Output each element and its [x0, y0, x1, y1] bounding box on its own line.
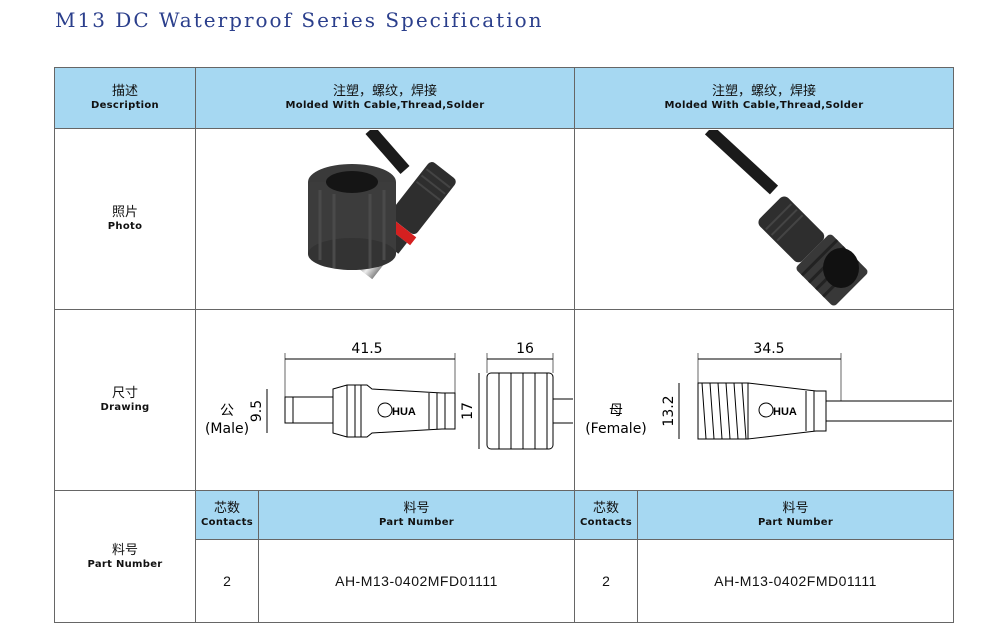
- description-header: 描述 Description: [54, 67, 196, 129]
- female-header-cn: 注塑，螺纹，焊接: [712, 84, 817, 99]
- male-dim-nut-dia: 17: [460, 402, 476, 420]
- drawing-label-cn: 尺寸: [111, 386, 138, 401]
- male-drawing-cell: 公 (Male) 9.5 HUA: [194, 309, 576, 491]
- female-part-header-en: Part Number: [757, 517, 834, 528]
- female-dim-length: 34.5: [753, 341, 784, 357]
- spec-table: 描述 Description 注塑，螺纹，焊接 Molded With Cabl…: [54, 67, 955, 623]
- header-row: 描述 Description 注塑，螺纹，焊接 Molded With Cabl…: [54, 67, 955, 129]
- female-photo-cell: [574, 128, 955, 310]
- photo-label: 照片 Photo: [54, 128, 196, 310]
- female-contacts-value: 2: [574, 539, 639, 623]
- female-contacts-header: 芯数 Contacts: [574, 490, 639, 540]
- drawing-label-en: Drawing: [100, 402, 150, 413]
- male-dim-length: 41.5: [351, 341, 382, 357]
- part-label-cn: 料号: [111, 542, 138, 558]
- male-part-header: 料号 Part Number: [257, 490, 576, 540]
- photo-label-cn: 照片: [111, 205, 138, 220]
- female-header-en: Molded With Cable,Thread,Solder: [664, 100, 864, 111]
- female-part-number: AH-M13-0402FMD01111: [637, 539, 955, 623]
- drawing-label: 尺寸 Drawing: [54, 309, 196, 491]
- male-header-cn: 注塑，螺纹，焊接: [333, 84, 438, 99]
- male-header-en: Molded With Cable,Thread,Solder: [285, 100, 485, 111]
- male-label-cn: 公: [220, 403, 234, 419]
- female-contacts-header-cn: 芯数: [593, 501, 620, 516]
- female-part-header: 料号 Part Number: [637, 490, 955, 540]
- logo-mark-icon: [758, 402, 774, 418]
- logo-mark-icon: [377, 402, 393, 418]
- description-header-en: Description: [91, 100, 159, 111]
- male-contacts-header-cn: 芯数: [213, 501, 240, 516]
- female-label-en: (Female): [585, 421, 647, 437]
- male-contacts-header: 芯数 Contacts: [195, 490, 259, 540]
- female-drawing-cell: 母 (Female) 13.2 HUA 34.5: [574, 309, 955, 491]
- part-label-en: Part Number: [87, 558, 163, 570]
- drawing-row: 尺寸 Drawing 公 (Male) 9.5 HUA: [54, 309, 955, 491]
- male-part-header-en: Part Number: [378, 517, 455, 528]
- male-contacts-value: 2: [195, 539, 259, 623]
- female-drawing: 母 (Female) 13.2 HUA 34.5: [585, 341, 953, 440]
- female-contacts-header-en: Contacts: [580, 517, 632, 528]
- male-logo-text: HUA: [392, 406, 416, 418]
- male-contacts-header-en: Contacts: [201, 517, 253, 528]
- male-connector-photo: [308, 130, 456, 280]
- female-connector-photo: [704, 130, 868, 306]
- female-label-cn: 母: [609, 403, 623, 419]
- male-dim-dia: 9.5: [249, 400, 265, 422]
- female-column-header: 注塑，螺纹，焊接 Molded With Cable,Thread,Solder: [574, 67, 955, 129]
- page-title: M13 DC Waterproof Series Specification: [55, 8, 544, 32]
- photo-label-en: Photo: [107, 221, 143, 232]
- male-column-header: 注塑，螺纹，焊接 Molded With Cable,Thread,Solder: [194, 67, 576, 129]
- male-dim-nut: 16: [516, 341, 534, 357]
- male-part-number: AH-M13-0402MFD01111: [257, 539, 576, 623]
- male-part-header-cn: 料号: [403, 501, 430, 516]
- part-number-label: 料号 Part Number: [54, 490, 196, 623]
- male-drawing: 公 (Male) 9.5 HUA: [205, 341, 573, 450]
- female-dim-dia: 13.2: [661, 395, 677, 426]
- photo-row: 照片 Photo: [54, 128, 955, 310]
- female-part-header-cn: 料号: [782, 501, 809, 516]
- female-logo-text: HUA: [773, 406, 797, 418]
- description-header-cn: 描述: [111, 84, 138, 99]
- male-photo-cell: [194, 128, 576, 310]
- part-values-row: 2 AH-M13-0402MFD01111 2 AH-M13-0402FMD01…: [55, 539, 955, 623]
- part-header-row: 料号 Part Number 芯数 Contacts 料号 Part Numbe…: [54, 490, 955, 623]
- male-label-en: (Male): [205, 421, 249, 437]
